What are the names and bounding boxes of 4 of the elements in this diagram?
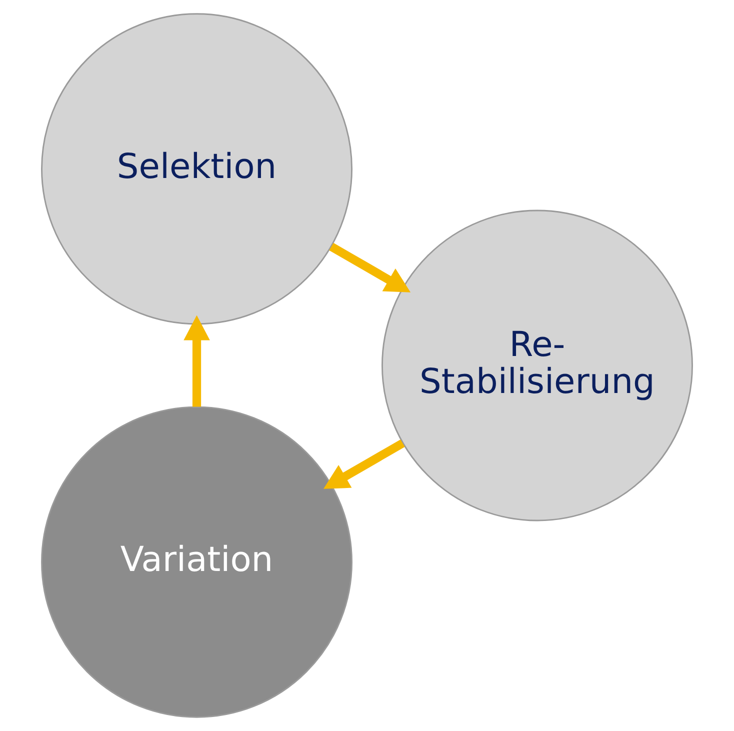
- arrow: [323, 439, 405, 489]
- node-circle: Selektion: [41, 13, 352, 325]
- arrow: [329, 242, 411, 292]
- arrow: [184, 315, 210, 407]
